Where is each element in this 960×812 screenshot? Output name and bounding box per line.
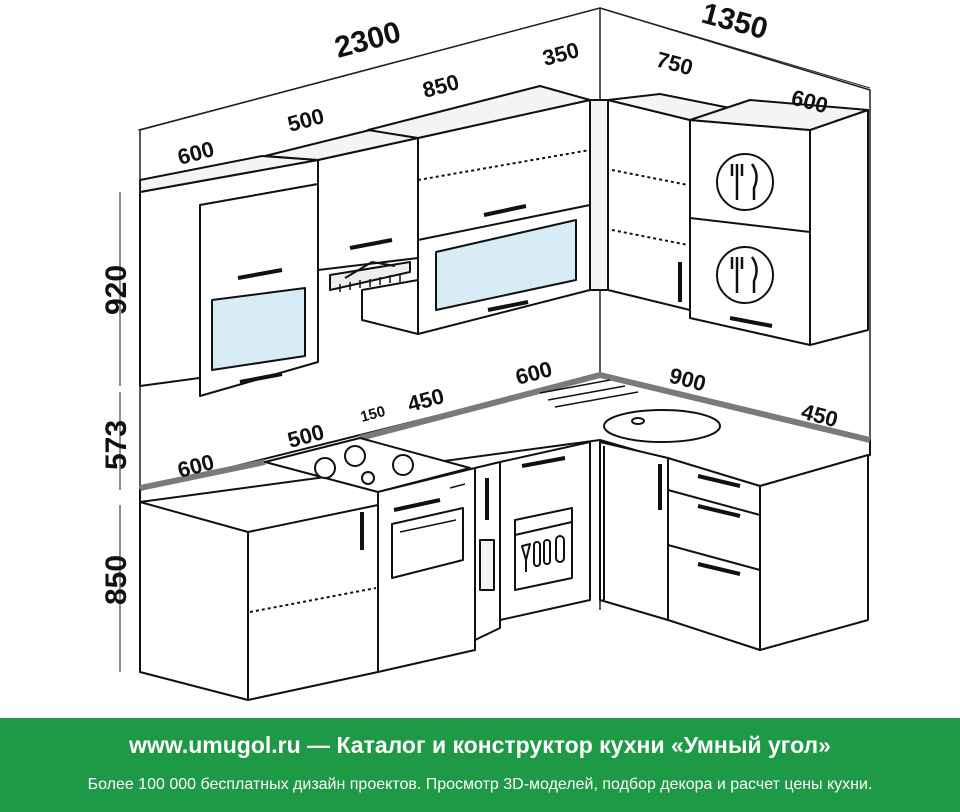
- dim-upper-350: 350: [540, 37, 582, 71]
- kitchen-diagram: 2300 1350 920 573 850 600 500 850 350 75…: [100, 0, 871, 701]
- hob: [264, 437, 471, 493]
- dim-upper-850: 850: [420, 69, 462, 103]
- dim-total-depth: 1350: [698, 0, 771, 46]
- dim-total-width: 2300: [331, 16, 404, 65]
- dimension-lines: [119, 7, 871, 672]
- dishwasher-icon: [521, 535, 565, 572]
- upper-cabinet-850: [361, 85, 591, 335]
- base-drawers-450: [667, 454, 869, 651]
- dim-upper-750: 750: [654, 47, 696, 81]
- base-dishwasher-450: [499, 441, 591, 621]
- dim-upper-600: 600: [175, 136, 217, 170]
- dim-base-height: 850: [100, 555, 133, 605]
- footer-subtitle: Более 100 000 бесплатных дизайн проектов…: [87, 776, 873, 793]
- base-filler-150: [474, 461, 501, 641]
- dim-upper-height: 920: [100, 265, 133, 315]
- footer-title[interactable]: www.umugol.ru — Каталог и конструктор ку…: [129, 732, 831, 758]
- upper-cabinet-600-dish: [689, 99, 869, 346]
- dim-base-450: 450: [405, 383, 447, 417]
- dim-base-150: 150: [359, 403, 388, 426]
- dim-upper-500: 500: [285, 103, 327, 137]
- base-stove: [377, 467, 476, 673]
- dim-base-corner-600: 600: [513, 356, 555, 390]
- base-cabinet-600: [139, 501, 379, 701]
- footer-banner: www.umugol.ru — Каталог и конструктор ку…: [0, 718, 960, 812]
- upper-cabinet-600: [139, 155, 319, 397]
- cutlery-icon: [716, 246, 774, 304]
- dim-gap-height: 573: [100, 420, 133, 470]
- cutlery-icon: [716, 153, 774, 211]
- upper-cabinet-350: [589, 99, 609, 291]
- sink: [539, 379, 721, 443]
- base-corner: [599, 441, 669, 621]
- upper-cabinet-500-hood: [264, 129, 419, 292]
